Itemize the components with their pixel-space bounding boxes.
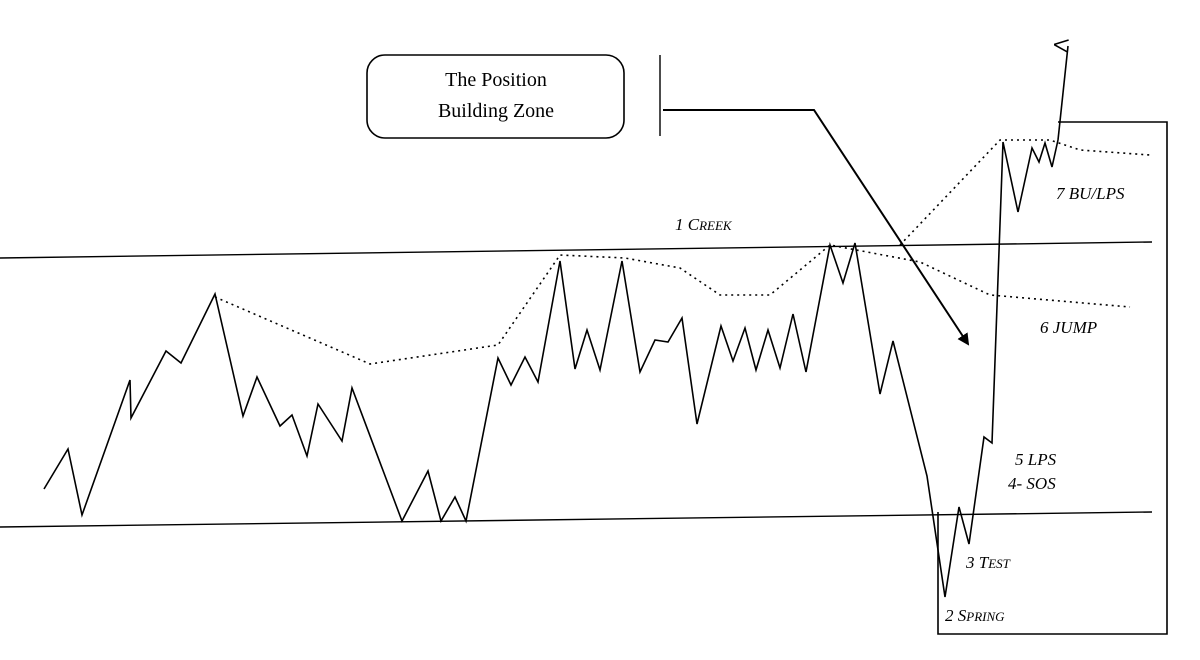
label-lps: 5 LPS [1015,450,1057,469]
creek-line [0,241,1153,259]
support-line [0,511,1153,528]
price-path [43,139,1059,598]
lower-dotted-trendline [214,244,1131,365]
position-building-zone-box [366,54,625,139]
upper-dotted-trendline [899,139,1151,246]
zone-pointer-arrow [663,109,970,346]
label-jump: 6 JUMP [1040,318,1097,337]
markup-frame [937,121,1168,635]
label-spring: 2 SPRING [945,606,1005,625]
label-bu-lps: 7 BU/LPS [1056,184,1125,203]
label-sos: 4- SOS [1008,474,1056,493]
breakout-arrow [1058,46,1068,141]
label-creek: 1 CREEK [675,215,733,234]
label-test: 3 TEST [965,553,1011,572]
zone-box-line2: Building Zone [438,100,554,122]
zone-box-line1: The Position [445,69,547,91]
